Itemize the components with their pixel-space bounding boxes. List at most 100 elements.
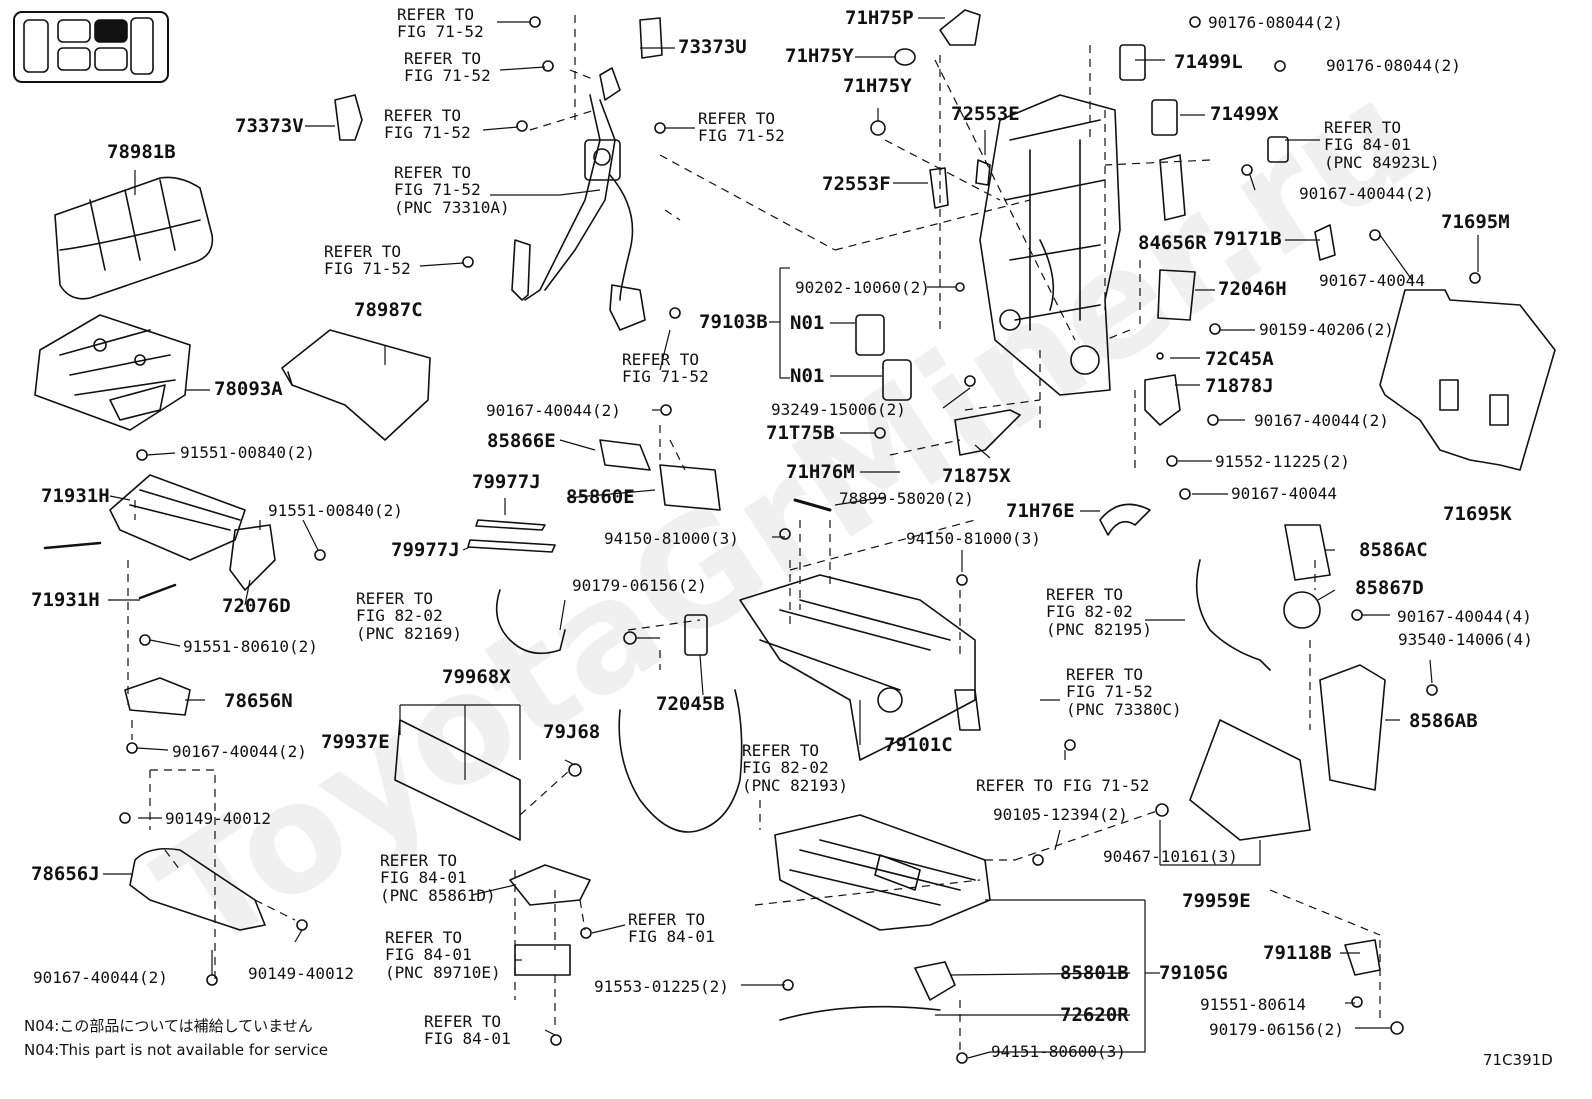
fastener-callout[interactable]: 90167-40044(2): [172, 742, 307, 761]
refer-label[interactable]: REFER TO FIG 84-01: [628, 910, 715, 947]
fastener-callout[interactable]: 90176-08044(2): [1208, 13, 1343, 32]
fastener-callout[interactable]: 91551-00840(2): [268, 501, 403, 520]
refer-label[interactable]: REFER TO FIG 84-01: [424, 1012, 511, 1049]
fastener-callout[interactable]: 90149-40012: [248, 964, 354, 983]
part-callout[interactable]: 71878J: [1205, 375, 1274, 397]
refer-label[interactable]: REFER TO FIG 71-52: [397, 5, 484, 42]
fastener-callout[interactable]: 78899-58020(2): [839, 489, 974, 508]
fastener-callout[interactable]: 90176-08044(2): [1326, 56, 1461, 75]
part-callout[interactable]: 71499X: [1210, 103, 1279, 125]
handle-85860E-icon: [659, 464, 721, 511]
part-callout[interactable]: 73373V: [235, 115, 304, 137]
refer-label[interactable]: REFER TO FIG 82-02 (PNC 82169): [356, 589, 462, 643]
part-callout[interactable]: 72620R: [1060, 1004, 1129, 1026]
part-callout[interactable]: 85866E: [487, 430, 556, 452]
part-callout[interactable]: 8586AB: [1409, 710, 1478, 732]
part-callout[interactable]: 71H75Y: [843, 75, 912, 97]
part-callout[interactable]: N01: [790, 365, 825, 387]
fastener-callout[interactable]: 93249-15006(2): [771, 400, 906, 419]
part-callout[interactable]: 72046H: [1218, 278, 1287, 300]
part-callout[interactable]: 78987C: [354, 299, 423, 321]
fastener-callout[interactable]: 90167-40044(4): [1397, 607, 1532, 626]
part-callout[interactable]: 73373U: [678, 36, 747, 58]
part-callout[interactable]: 72076D: [222, 595, 291, 617]
part-callout[interactable]: 71H76M: [786, 461, 855, 483]
part-callout[interactable]: 79118B: [1263, 942, 1332, 964]
part-callout[interactable]: 78656N: [224, 690, 293, 712]
part-callout[interactable]: 78656J: [31, 863, 100, 885]
fastener-callout[interactable]: 90105-12394(2): [993, 805, 1128, 824]
part-callout[interactable]: 71931H: [31, 589, 100, 611]
part-callout[interactable]: 71695M: [1441, 211, 1510, 233]
fastener-callout[interactable]: 90167-40044(2): [1254, 411, 1389, 430]
fastener-callout[interactable]: 90179-06156(2): [572, 576, 707, 595]
fastener-callout[interactable]: 91551-80614: [1200, 995, 1306, 1014]
part-callout[interactable]: 85860E: [566, 486, 635, 508]
part-callout[interactable]: 85801B: [1060, 962, 1129, 984]
fastener-callout[interactable]: 90179-06156(2): [1209, 1020, 1344, 1039]
fastener-callout[interactable]: 94150-81000(3): [906, 529, 1041, 548]
refer-label[interactable]: REFER TO FIG 82-02 (PNC 82195): [1046, 585, 1152, 639]
clip-84923L-icon: [1267, 136, 1289, 163]
part-callout[interactable]: 79977J: [472, 471, 541, 493]
part-callout[interactable]: 79968X: [442, 666, 511, 688]
fastener-callout[interactable]: 90167-40044(2): [486, 401, 621, 420]
part-callout[interactable]: N01: [790, 312, 825, 334]
refer-label[interactable]: REFER TO FIG 71-52: [384, 106, 471, 143]
refer-label[interactable]: REFER TO FIG 71-52: [622, 350, 709, 387]
part-callout[interactable]: 72553E: [951, 103, 1020, 125]
fastener-callout[interactable]: 93540-14006(4): [1398, 630, 1533, 649]
refer-label[interactable]: REFER TO FIG 84-01 (PNC 84923L): [1324, 118, 1440, 172]
part-callout[interactable]: 71499L: [1174, 51, 1243, 73]
fastener-callout[interactable]: 90167-40044(2): [33, 968, 168, 987]
refer-label[interactable]: REFER TO FIG 84-01 (PNC 85861D): [380, 851, 496, 905]
part-callout[interactable]: 79101C: [884, 734, 953, 756]
fastener-callout[interactable]: 91553-01225(2): [594, 977, 729, 996]
refer-label[interactable]: REFER TO FIG 84-01 (PNC 89710E): [385, 928, 501, 982]
part-callout[interactable]: 79977J: [391, 539, 460, 561]
part-callout[interactable]: 79J68: [543, 721, 601, 743]
bracket-72076D-icon: [229, 524, 276, 591]
part-callout[interactable]: 72553F: [822, 173, 891, 195]
fastener-callout[interactable]: 91552-11225(2): [1215, 452, 1350, 471]
part-callout[interactable]: 79171B: [1213, 228, 1282, 250]
refer-label[interactable]: REFER TO FIG 71-52: [698, 109, 785, 146]
refer-label[interactable]: REFER TO FIG 82-02 (PNC 82193): [742, 741, 848, 795]
part-callout[interactable]: 84656R: [1138, 232, 1207, 254]
part-callout[interactable]: 79959E: [1182, 890, 1251, 912]
fastener-callout[interactable]: 90149-40012: [165, 809, 271, 828]
refer-label[interactable]: REFER TO FIG 71-52: [324, 242, 411, 279]
refer-label[interactable]: REFER TO FIG 71-52: [976, 776, 1150, 795]
cover-78656J-icon: [129, 847, 266, 931]
fastener-callout[interactable]: 90167-40044: [1319, 271, 1425, 290]
refer-label[interactable]: REFER TO FIG 71-52 (PNC 73380C): [1066, 665, 1182, 719]
refer-label[interactable]: REFER TO FIG 71-52: [404, 49, 491, 86]
part-callout[interactable]: 71H75P: [845, 7, 914, 29]
module-85861D-icon: [509, 864, 591, 906]
fastener-callout[interactable]: 90202-10060(2): [795, 278, 930, 297]
part-callout[interactable]: 79105G: [1159, 962, 1228, 984]
part-callout[interactable]: 72045B: [656, 693, 725, 715]
part-callout[interactable]: 78981B: [107, 141, 176, 163]
fastener-callout[interactable]: 94151-80600(3): [991, 1042, 1126, 1061]
refer-label[interactable]: REFER TO FIG 71-52 (PNC 73310A): [394, 163, 510, 217]
part-callout[interactable]: 71T75B: [766, 422, 835, 444]
part-callout[interactable]: 71931H: [41, 485, 110, 507]
fastener-callout[interactable]: 90167-40044: [1231, 484, 1337, 503]
part-callout[interactable]: 79937E: [321, 731, 390, 753]
fastener-callout[interactable]: 91551-80610(2): [183, 637, 318, 656]
fastener-callout[interactable]: 90159-40206(2): [1259, 320, 1394, 339]
part-callout[interactable]: 8586AC: [1359, 539, 1428, 561]
fastener-callout[interactable]: 94150-81000(3): [604, 529, 739, 548]
part-callout[interactable]: 79103B: [699, 311, 768, 333]
fastener-callout[interactable]: 91551-00840(2): [180, 443, 315, 462]
part-callout[interactable]: 71H76E: [1006, 500, 1075, 522]
part-callout[interactable]: 71H75Y: [785, 45, 854, 67]
part-callout[interactable]: 85867D: [1355, 577, 1424, 599]
part-callout[interactable]: 71695K: [1443, 503, 1512, 525]
part-callout[interactable]: 71875X: [942, 465, 1011, 487]
fastener-callout[interactable]: 90167-40044(2): [1299, 184, 1434, 203]
part-callout[interactable]: 72C45A: [1205, 348, 1274, 370]
fastener-callout[interactable]: 90467-10161(3): [1103, 847, 1238, 866]
part-callout[interactable]: 78093A: [214, 378, 283, 400]
